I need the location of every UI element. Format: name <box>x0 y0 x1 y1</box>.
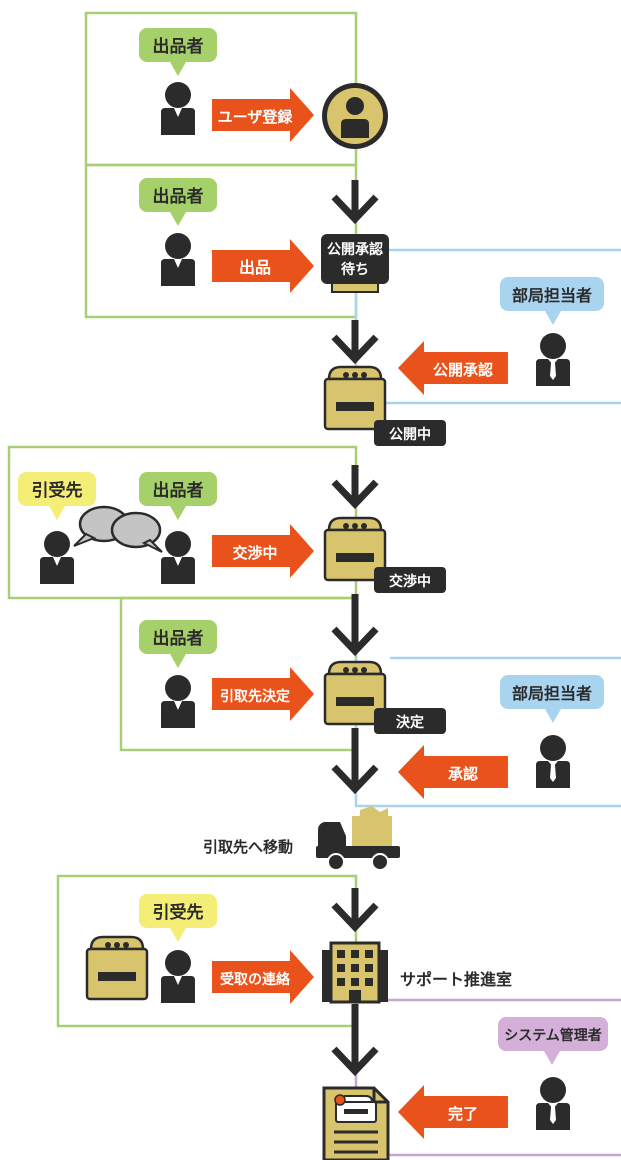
svg-text:出品者: 出品者 <box>153 480 204 501</box>
role-bubble-exhibitor-4: 出品者 <box>139 620 217 668</box>
support-office-label: サポート推進室 <box>400 970 512 989</box>
svg-text:出品: 出品 <box>239 258 271 277</box>
frame-register <box>84 11 358 167</box>
action-arrow-approve: 承認 <box>398 745 508 799</box>
svg-text:出品者: 出品者 <box>153 36 204 57</box>
svg-text:公開承認: 公開承認 <box>327 241 383 258</box>
action-arrow-exhibit: 出品 <box>212 239 314 293</box>
role-bubble-recipient-2: 引受先 <box>139 894 217 942</box>
flow-arrow-4 <box>334 612 376 651</box>
dept-staff-person-icon <box>536 333 570 386</box>
recipient-person-icon <box>161 950 195 1003</box>
svg-text:ユーザ登録: ユーザ登録 <box>218 108 294 126</box>
svg-text:待ち: 待ち <box>341 261 369 278</box>
move-label: 引取先へ移動 <box>203 838 293 856</box>
svg-text:交渉中: 交渉中 <box>389 573 431 590</box>
action-arrow-contact-receipt: 受取の連絡 <box>212 950 314 1004</box>
flow-arrow-1 <box>334 180 376 219</box>
user-registered-icon <box>322 83 388 149</box>
svg-text:引受先: 引受先 <box>153 902 204 923</box>
role-bubble-exhibitor-3: 出品者 <box>139 472 217 520</box>
svg-text:出品者: 出品者 <box>153 628 204 649</box>
svg-text:部局担当者: 部局担当者 <box>512 684 592 703</box>
sys-admin-person-icon <box>536 1077 570 1130</box>
dept-staff-person-icon <box>536 735 570 788</box>
role-bubble-dept-staff-1: 部局担当者 <box>500 277 604 325</box>
status-badge-published: 公開中 <box>374 420 446 446</box>
recipient-person-icon <box>40 531 74 584</box>
pending-status-badge: 公開承認 待ち <box>321 234 389 293</box>
status-badge-decided: 決定 <box>374 708 446 734</box>
flow-arrow-6 <box>334 888 376 927</box>
certificate-document-icon <box>322 1086 390 1160</box>
svg-text:引取先決定: 引取先決定 <box>220 688 290 705</box>
role-bubble-dept-staff-2: 部局担当者 <box>500 675 604 723</box>
truck-icon <box>316 806 400 871</box>
role-bubble-exhibitor-2: 出品者 <box>139 178 217 226</box>
svg-text:完了: 完了 <box>448 1105 478 1123</box>
exhibitor-person-icon <box>161 82 195 135</box>
role-bubble-sys-admin: システム管理者 <box>498 1017 608 1065</box>
flow-arrow-7 <box>334 1032 376 1071</box>
item-box-icon <box>323 365 387 431</box>
frame-exhibit <box>84 163 358 319</box>
item-box-icon <box>85 935 149 1001</box>
svg-text:交渉中: 交渉中 <box>232 544 277 562</box>
action-arrow-negotiate: 交渉中 <box>212 524 314 578</box>
action-arrow-register: ユーザ登録 <box>212 88 314 142</box>
action-arrow-publish-approve: 公開承認 <box>398 341 508 395</box>
svg-text:受取の連絡: 受取の連絡 <box>220 971 291 988</box>
flow-arrow-2 <box>334 320 376 359</box>
svg-text:公開中: 公開中 <box>389 426 431 443</box>
svg-text:システム管理者: システム管理者 <box>504 1027 602 1044</box>
svg-text:出品者: 出品者 <box>153 186 204 207</box>
action-arrow-decide-recipient: 引取先決定 <box>212 667 314 721</box>
svg-text:決定: 決定 <box>396 714 424 731</box>
flow-arrow-5 <box>334 750 376 789</box>
action-arrow-complete: 完了 <box>398 1085 508 1139</box>
status-badge-negotiating: 交渉中 <box>374 567 446 593</box>
exhibitor-person-icon <box>161 233 195 286</box>
building-icon <box>322 941 388 1004</box>
exhibitor-person-icon <box>161 531 195 584</box>
role-bubble-exhibitor-1: 出品者 <box>139 28 217 76</box>
flow-arrow-3 <box>334 465 376 504</box>
speech-bubbles-icon <box>73 505 163 553</box>
role-bubble-recipient-1: 引受先 <box>18 472 96 520</box>
exhibitor-person-icon <box>161 675 195 728</box>
svg-text:部局担当者: 部局担当者 <box>512 286 592 305</box>
svg-text:引受先: 引受先 <box>32 480 83 501</box>
svg-text:承認: 承認 <box>448 765 478 783</box>
svg-text:公開承認: 公開承認 <box>433 361 493 379</box>
